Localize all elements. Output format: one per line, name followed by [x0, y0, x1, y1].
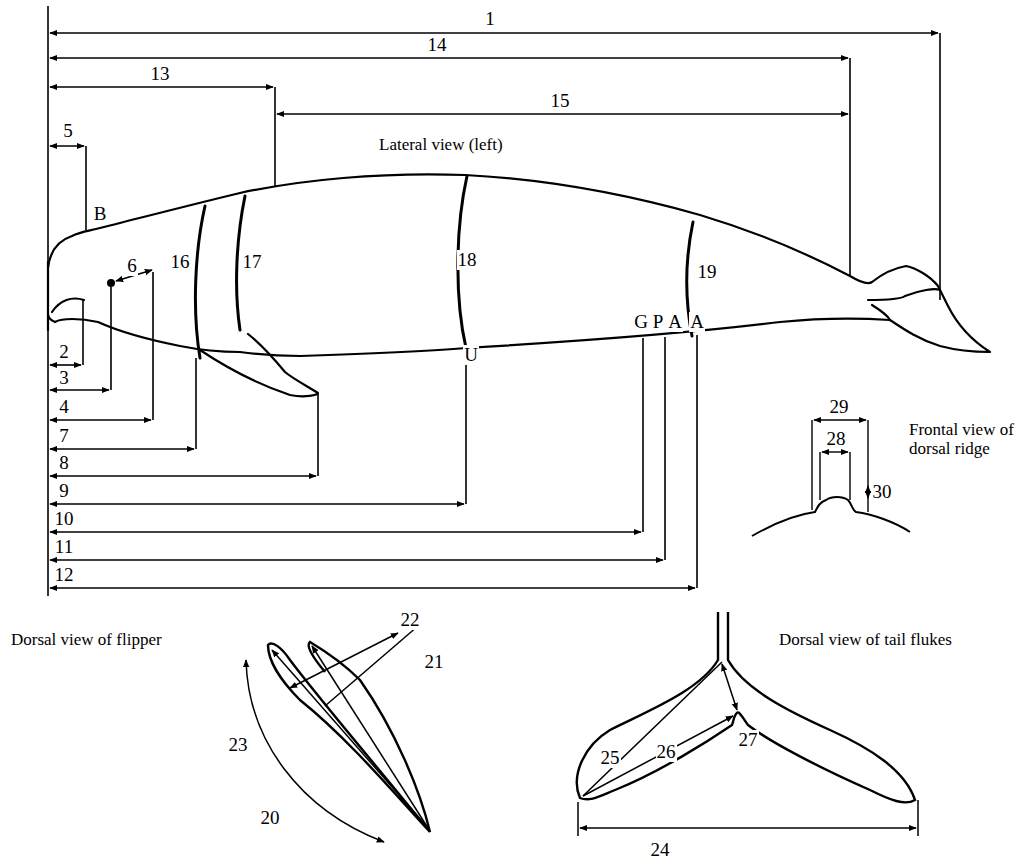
- callout-number: 20: [260, 808, 281, 829]
- callout-number: 27: [738, 730, 759, 751]
- callout-number: 22: [400, 610, 421, 631]
- callout-number: 23: [228, 735, 249, 756]
- view-caption: Frontal view of dorsal ridge: [908, 421, 1028, 458]
- callout-number: 29: [829, 397, 850, 418]
- callout-number: 15: [550, 91, 571, 112]
- callout-number: 3: [58, 368, 70, 389]
- callout-number: 18: [457, 250, 478, 271]
- callout-number: 12: [54, 565, 75, 586]
- callout-number: 7: [58, 426, 70, 447]
- callout-number: 25: [600, 748, 621, 769]
- callout-number: A: [667, 312, 683, 333]
- callout-number: 30: [872, 482, 893, 503]
- callout-number: 26: [656, 742, 677, 763]
- callout-number: 13: [150, 64, 171, 85]
- callout-number: P: [652, 312, 665, 333]
- callout-number: 9: [58, 481, 70, 502]
- callout-number: U: [463, 345, 479, 366]
- callout-number: 1: [484, 9, 496, 30]
- callout-number: A: [689, 312, 705, 333]
- callout-number: B: [93, 204, 108, 225]
- callout-number: 11: [54, 537, 74, 558]
- callout-number: 14: [427, 35, 448, 56]
- callout-number: 8: [58, 453, 70, 474]
- view-caption: Dorsal view of flipper: [10, 631, 163, 650]
- callout-number: 4: [58, 397, 70, 418]
- view-caption: Lateral view (left): [378, 136, 504, 155]
- callout-number: 21: [424, 652, 445, 673]
- callout-number: 10: [54, 509, 75, 530]
- callout-number: 6: [126, 256, 138, 277]
- callout-number: 2: [58, 342, 70, 363]
- callout-number: 17: [242, 252, 263, 273]
- callout-number: 16: [170, 252, 191, 273]
- callout-number: 24: [650, 840, 671, 861]
- callout-number: 28: [826, 429, 847, 450]
- callout-number: 19: [697, 262, 718, 283]
- callout-number: 5: [62, 121, 74, 142]
- view-caption: Dorsal view of tail flukes: [778, 631, 953, 650]
- callout-number: G: [633, 312, 649, 333]
